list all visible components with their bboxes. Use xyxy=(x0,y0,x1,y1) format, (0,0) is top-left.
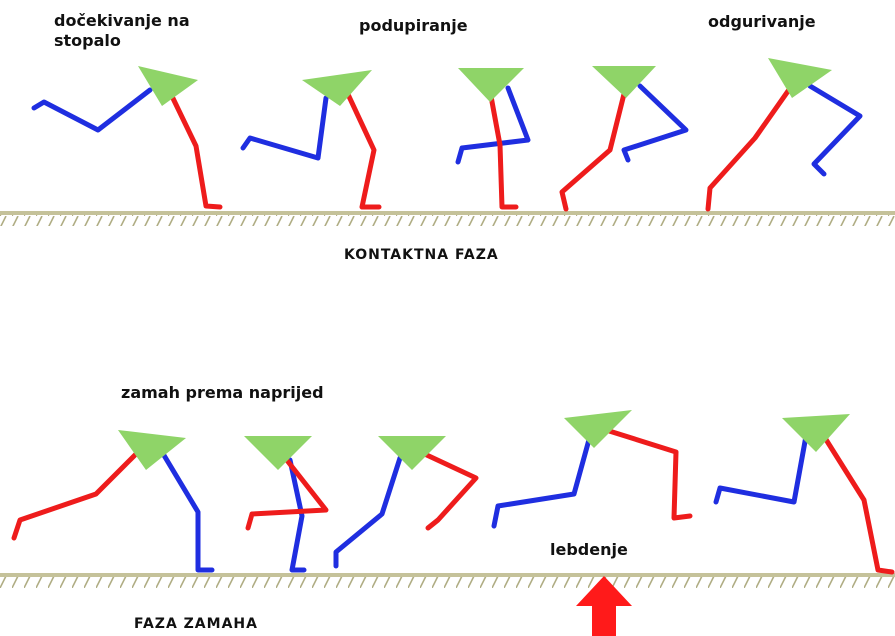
red-leg xyxy=(708,74,800,209)
hip-triangle xyxy=(138,66,198,106)
leg-figure-swing-3 xyxy=(336,436,476,566)
red-leg xyxy=(562,82,627,209)
leg-figure-swing-1 xyxy=(14,430,212,570)
blue-leg xyxy=(34,90,150,130)
label-support: podupiranje xyxy=(359,16,468,35)
leg-figure-support-2 xyxy=(458,68,528,207)
label-landing-line1: dočekivanje na xyxy=(54,11,190,30)
ground-top xyxy=(0,211,895,226)
ground-bottom xyxy=(0,573,895,588)
leg-figure-pushoff-2 xyxy=(708,58,860,209)
hip-triangle xyxy=(782,414,850,452)
label-landing-line2: stopalo xyxy=(54,31,121,50)
red-leg xyxy=(820,430,892,572)
blue-leg xyxy=(494,436,590,526)
blue-leg xyxy=(716,436,806,502)
hip-triangle xyxy=(564,410,632,448)
red-leg xyxy=(14,446,144,538)
leg-figure-landing xyxy=(34,66,220,207)
label-pushoff: odgurivanje xyxy=(708,12,816,31)
leg-figure-flight-1 xyxy=(494,410,690,526)
leg-figure-flight-2 xyxy=(716,414,892,572)
blue-leg xyxy=(243,98,326,158)
blue-leg xyxy=(162,452,212,570)
blue-leg xyxy=(810,86,860,174)
hip-triangle xyxy=(244,436,312,470)
hip-triangle xyxy=(302,70,372,106)
leg-figure-swing-2 xyxy=(244,436,326,570)
leg-figure-pushoff-1 xyxy=(562,66,686,209)
red-leg xyxy=(416,450,476,528)
hip-triangle xyxy=(378,436,446,470)
red-leg xyxy=(346,90,379,207)
blue-leg xyxy=(336,458,400,566)
leg-figure-support-1 xyxy=(243,70,379,207)
label-swing-forward: zamah prema naprijed xyxy=(121,383,324,402)
red-leg xyxy=(606,430,690,518)
label-flight: lebdenje xyxy=(550,540,628,559)
red-leg xyxy=(248,454,326,528)
label-swing-phase: FAZA ZAMAHA xyxy=(134,616,258,632)
red-leg xyxy=(168,88,220,207)
blue-leg xyxy=(624,86,686,160)
label-contact-phase: KONTAKTNA FAZA xyxy=(344,247,499,263)
